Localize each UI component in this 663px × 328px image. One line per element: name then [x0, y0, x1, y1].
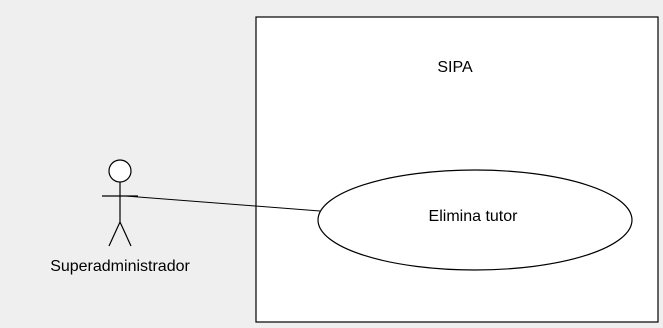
system-title: SIPA [437, 59, 473, 76]
association-line[interactable] [125, 195, 321, 212]
use-case-ellipse[interactable] [317, 169, 633, 271]
use-case-label: Elimina tutor [429, 208, 519, 225]
actor-figure[interactable] [102, 159, 138, 247]
actor-head [108, 159, 132, 183]
system-boundary[interactable] [255, 16, 659, 323]
actor-label: Superadministrador [50, 258, 190, 275]
actor-left-leg [108, 221, 121, 247]
actor-right-leg [119, 221, 132, 247]
